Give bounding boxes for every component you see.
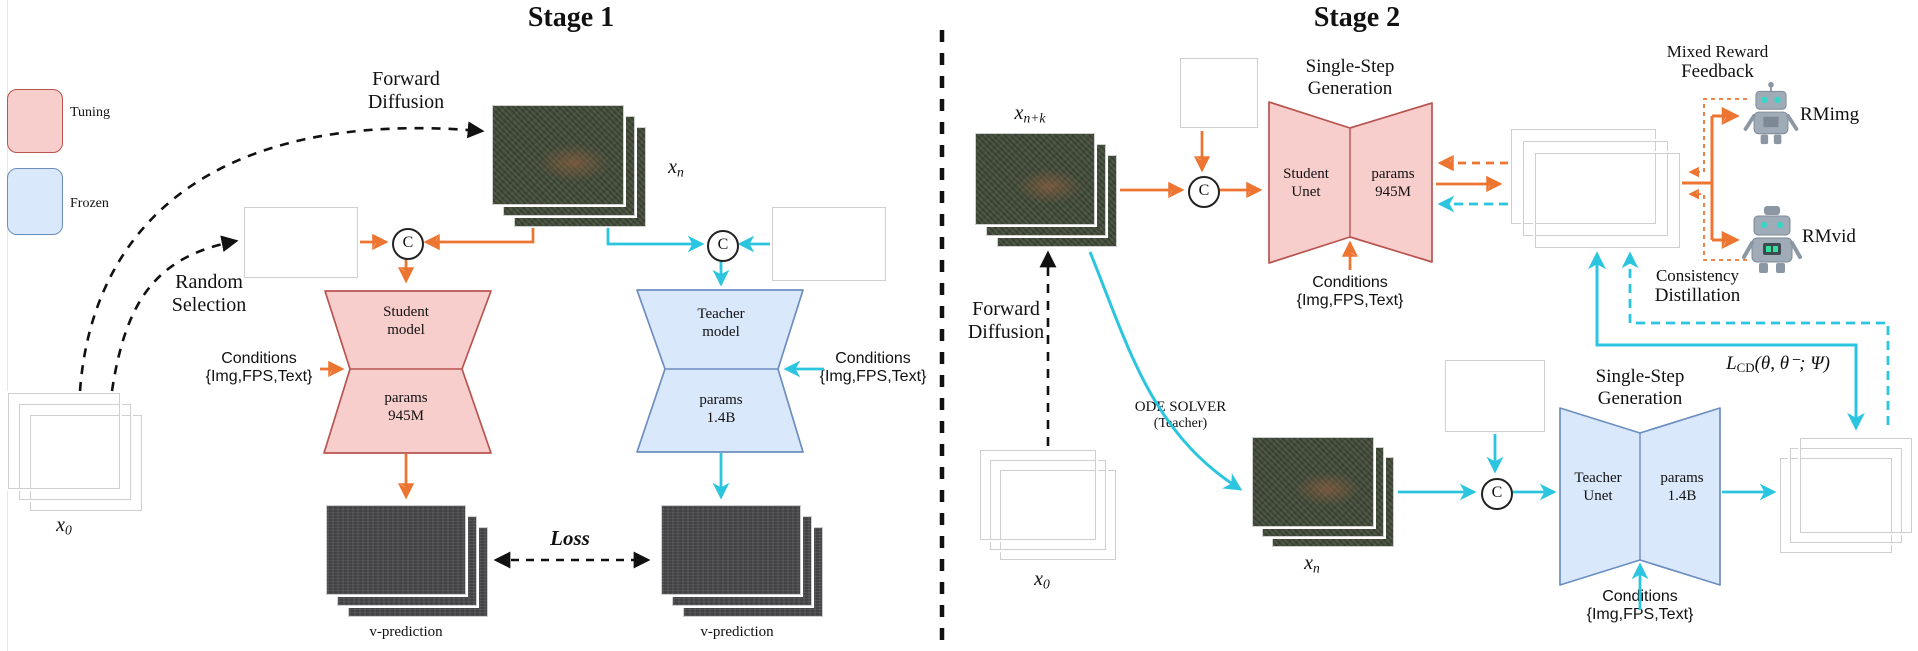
concat-node-4: C — [1481, 478, 1513, 510]
condition-image-student-unet — [1180, 58, 1258, 128]
loss-label: Loss — [550, 526, 590, 550]
conditions-label-student-unet: Conditions{Img,FPS,Text} — [1296, 274, 1404, 310]
legend-tuning-label: Tuning — [70, 105, 110, 120]
xnk-label: xn+k — [1014, 102, 1046, 126]
stage2-title: Stage 2 — [1313, 2, 1401, 33]
reward-branch-line — [1682, 116, 1714, 240]
arrow-rmvid-feedback — [1688, 188, 1747, 261]
rmimg-label: RMimg — [1800, 104, 1860, 125]
xn-label-1: xn — [668, 156, 684, 180]
x0-label-1: x0 — [56, 514, 72, 538]
consistency-dashed-path — [1621, 251, 1890, 430]
conditions-label-student: Conditions{Img,FPS,Text} — [205, 350, 313, 386]
arrow-ode-solver — [1088, 251, 1243, 491]
random-selection-image — [244, 207, 358, 278]
legend-frozen-label: Frozen — [70, 196, 109, 211]
conditions-label-teacher: Conditions{Img,FPS,Text} — [819, 350, 927, 386]
arrow-xn-to-concat1 — [423, 228, 535, 251]
x0-label-2: x0 — [1034, 568, 1050, 592]
legend-tuning-swatch — [7, 89, 63, 153]
legend-frozen-swatch — [7, 168, 63, 235]
concat-node-1: C — [392, 228, 424, 260]
left-edge-line — [7, 0, 8, 651]
rmvid-label: RMvid — [1802, 226, 1856, 247]
teacher-unet-shape — [1559, 407, 1721, 586]
arrow-xn-to-concat2 — [606, 228, 705, 253]
arrow-forward-diffusion-1 — [78, 121, 485, 392]
rmvid-robot-icon — [1742, 206, 1802, 273]
teacher-model-shape — [636, 289, 804, 453]
condition-image-teacher — [772, 207, 886, 281]
condition-image-teacher-unet — [1445, 360, 1545, 432]
xn-label-2: xn — [1304, 552, 1320, 576]
v-prediction-label-right: v-prediction — [700, 624, 774, 640]
concat-node-2: C — [707, 230, 739, 262]
stage1-title: Stage 1 — [527, 2, 615, 33]
student-model-shape — [323, 290, 492, 454]
v-prediction-label-left: v-prediction — [369, 624, 443, 640]
concat-node-3: C — [1188, 176, 1220, 208]
arrow-random-selection — [110, 235, 239, 392]
arrow-rmimg-feedback — [1688, 98, 1747, 178]
consistency-solid-path — [1588, 251, 1865, 431]
rmimg-robot-icon — [1743, 81, 1799, 145]
student-unet-shape — [1268, 101, 1433, 264]
